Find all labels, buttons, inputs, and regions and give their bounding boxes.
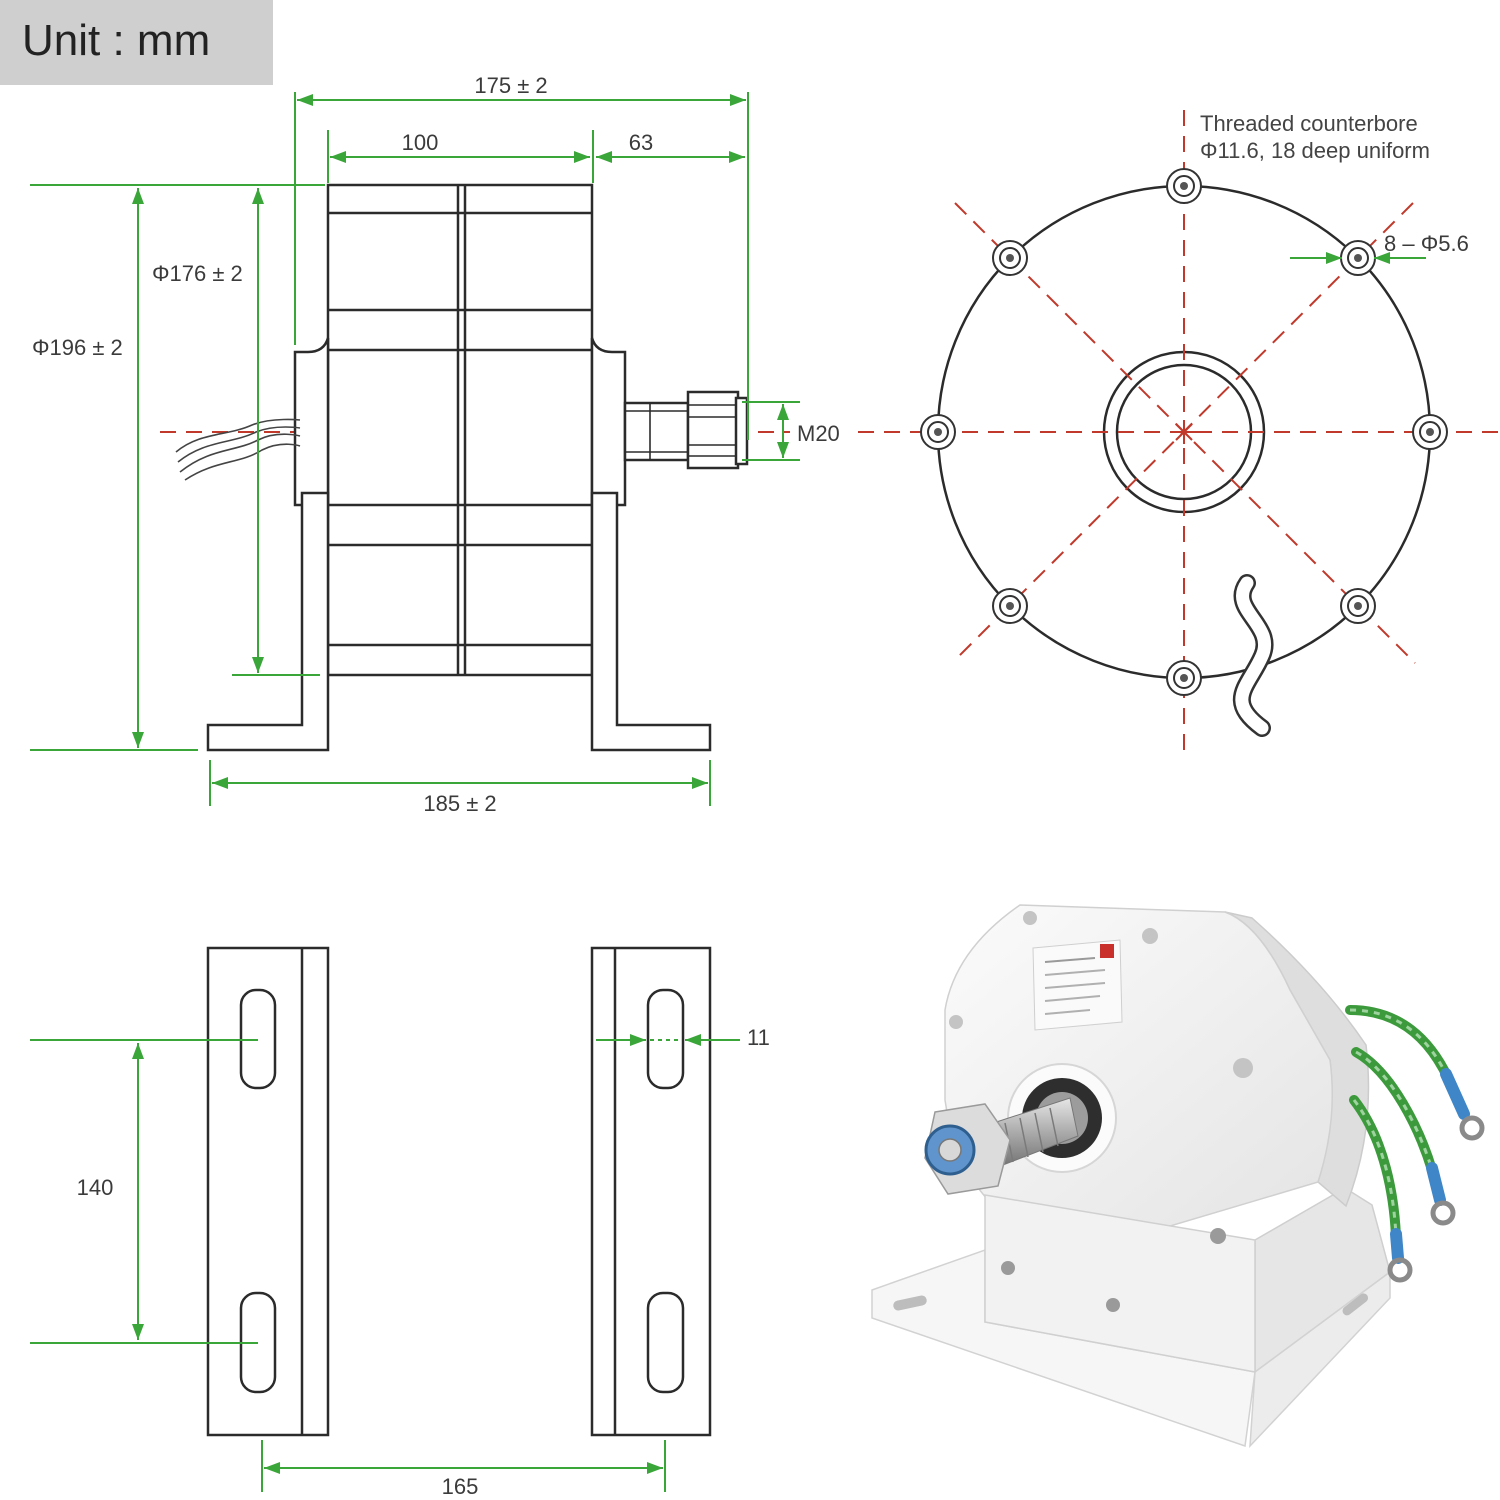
front-view: Threaded counterbore Φ11.6, 18 deep unif…: [858, 110, 1500, 752]
dimension-label: 140: [77, 1175, 114, 1200]
center-mark-line: [1175, 423, 1193, 441]
housing-screw: [1142, 928, 1158, 944]
wire-shield-pattern: [1355, 1050, 1434, 1171]
housing-screw: [1023, 911, 1037, 925]
bracket-bolt: [1001, 1261, 1015, 1275]
bolt-hole: [1412, 414, 1448, 450]
foot-slot: [893, 1295, 927, 1311]
unit-box-background: [0, 0, 273, 85]
side-view: 175 ± 2 100 63 Φ196 ± 2 Φ176 ± 2: [30, 73, 840, 816]
dimension-label: 11: [747, 1025, 770, 1050]
shaft-thread: [1019, 1117, 1029, 1158]
motor-body-segment-lines: [328, 185, 592, 675]
dimension-shaft-thread: M20: [742, 401, 840, 461]
dimension-label: Φ176 ± 2: [152, 261, 243, 286]
bolt-holes: [920, 168, 1448, 696]
nameplate-text-line: [1044, 957, 1096, 963]
bolt-hole: [920, 414, 956, 450]
dimension-label: M20: [797, 421, 840, 446]
nameplate-text-line: [1044, 1009, 1091, 1015]
bolt-hole: [992, 240, 1028, 276]
generator-photo: [871, 904, 1485, 1449]
blue-terminal-sleeve: [1426, 1162, 1446, 1206]
dimension-label: 185 ± 2: [423, 791, 496, 816]
cable-fill: [1235, 576, 1271, 735]
left-bracket-plate: [206, 946, 330, 1437]
nameplate-logo: [1100, 944, 1114, 958]
lead-wire: [184, 443, 301, 481]
bolt-hole: [992, 588, 1028, 624]
mounting-slot: [646, 988, 685, 1090]
nameplate: [1032, 939, 1123, 1031]
foot-slot: [1342, 1293, 1369, 1316]
bracket-front-plate: [984, 1194, 1256, 1373]
unit-box: Unit : mm: [0, 0, 273, 85]
center-mark: [1172, 420, 1196, 444]
shaft-tip: [734, 396, 749, 466]
bracket-foot-right: [1249, 1270, 1391, 1449]
shaft-thread: [1034, 1112, 1044, 1153]
unit-label: Unit : mm: [22, 16, 210, 65]
bracket-view: 140 11 165: [30, 946, 770, 1499]
blue-terminal-sleeve: [1390, 1228, 1404, 1264]
dimension-overall-length: 175 ± 2: [294, 73, 749, 440]
nut-bore: [938, 1138, 962, 1162]
bolt-hole: [1340, 588, 1376, 624]
motor-body: [326, 183, 594, 677]
dimension-base-width: 185 ± 2: [209, 760, 711, 816]
right-mounting-foot: [590, 491, 712, 752]
ring-terminal: [1387, 1257, 1413, 1283]
dimension-outer-diameter: Φ196 ± 2: [30, 184, 325, 751]
counterbore-note-line1: Threaded counterbore: [1200, 111, 1418, 136]
dimension-shaft-length: 63: [596, 130, 745, 163]
dimension-label: 8 – Φ5.6: [1384, 231, 1469, 256]
wire-shield-pattern: [1349, 1008, 1450, 1079]
bolt-hole: [1340, 240, 1376, 276]
shaft-thread: [1049, 1107, 1059, 1147]
dimension-inner-diameter: Φ176 ± 2: [152, 188, 320, 676]
lead-wires: [175, 418, 301, 481]
dimension-bracket-spacing: 165: [261, 1440, 666, 1499]
nameplate-text-line: [1044, 982, 1106, 989]
bracket-bolt: [1106, 1298, 1120, 1312]
lead-wire: [175, 418, 301, 453]
shaft-nut: [686, 390, 749, 470]
ring-terminal: [1430, 1200, 1456, 1226]
bolt-hole: [1166, 660, 1202, 696]
output-wires: [1345, 1005, 1485, 1283]
blue-terminal-sleeve: [1440, 1068, 1470, 1120]
photo-lock-nut: [924, 1103, 1011, 1195]
mounting-slot: [646, 1291, 685, 1394]
ring-terminal: [1459, 1115, 1485, 1141]
dimension-label: 100: [402, 130, 439, 155]
wire-shield-pattern: [1352, 1099, 1398, 1237]
nameplate-text-line: [1044, 995, 1101, 1002]
shaft: [623, 401, 690, 462]
output-cable: [1232, 574, 1274, 737]
nameplate-text-line: [1044, 969, 1106, 976]
left-mounting-foot: [206, 491, 330, 752]
counterbore-note-line2: Φ11.6, 18 deep uniform: [1200, 138, 1430, 163]
bracket-bolt: [1210, 1228, 1226, 1244]
dimension-label: 175 ± 2: [474, 73, 547, 98]
right-end-cap: [590, 337, 627, 507]
dimension-label: 165: [442, 1474, 479, 1499]
dimension-slot-spacing: 140: [30, 1039, 258, 1344]
dimension-hole-diameter: 8 – Φ5.6: [1290, 231, 1469, 264]
bolt-hole: [1166, 168, 1202, 204]
dimension-slot-width: 11: [596, 1025, 770, 1050]
shaft-body: [623, 401, 690, 462]
dimension-body-length: 100: [327, 130, 594, 183]
dimension-label: Φ196 ± 2: [32, 335, 123, 360]
left-end-cap: [293, 337, 330, 507]
housing-screw: [1233, 1058, 1253, 1078]
dimension-label: 63: [629, 130, 653, 155]
right-bracket-plate: [590, 946, 712, 1437]
housing-screw: [949, 1015, 963, 1029]
